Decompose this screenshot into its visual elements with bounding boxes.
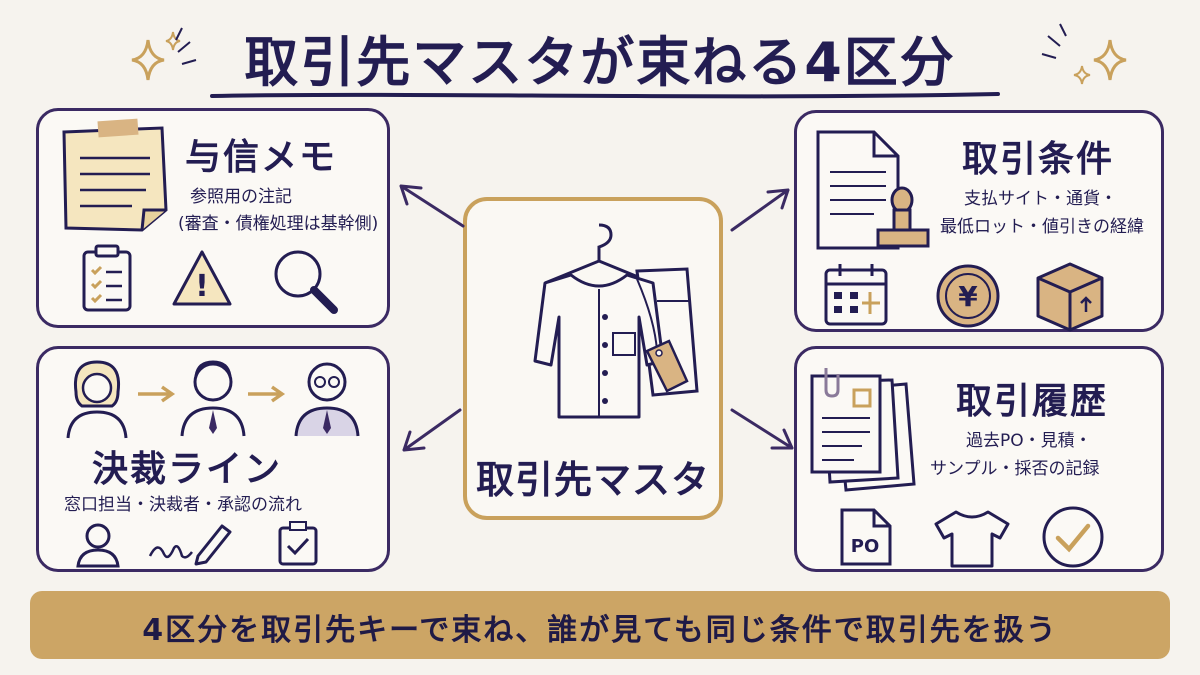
person-outline-icon: [76, 523, 120, 568]
credit-memo-title: 与信メモ: [185, 137, 338, 178]
approval-checkbox-icon: [278, 521, 318, 566]
arrow-to-approval-icon: [402, 408, 462, 452]
arrow-right-icon: [138, 385, 176, 403]
arrow-to-credit-icon: [399, 184, 465, 228]
summary-banner: 4区分を取引先キーで束ね、誰が見ても同じ条件で取引先を扱う: [30, 591, 1170, 659]
arrow-to-history-icon: [730, 408, 794, 450]
documents-clip-icon: [810, 368, 916, 492]
magnifier-icon: [274, 250, 338, 314]
transaction-history-line1: 過去PO・見積・: [966, 431, 1092, 451]
transaction-history-title: 取引履歴: [956, 381, 1109, 422]
checklist-clipboard-icon: [82, 244, 132, 312]
sparkle-icon: [131, 27, 197, 81]
person-manager-icon: [180, 360, 246, 437]
customer-master-label: 取引先マスタ: [475, 458, 710, 502]
signature-pen-icon: [148, 524, 232, 566]
sparkle-icon: [1041, 23, 1127, 85]
shirt-hanger-icon: [533, 223, 699, 419]
person-woman-icon: [66, 360, 128, 439]
yen-symbol: ¥: [958, 280, 978, 313]
warning-mark: !: [195, 269, 209, 304]
box-icon: [1036, 262, 1104, 332]
customer-master-card: 取引先マスタ: [463, 197, 723, 520]
arrow-right-icon: [248, 385, 286, 403]
check-circle-icon: [1042, 506, 1104, 568]
trade-terms-title: 取引条件: [962, 139, 1115, 180]
credit-memo-line2: (審査・債権処理は基幹側): [178, 214, 379, 234]
credit-memo-line1: 参照用の注記: [190, 187, 292, 207]
stamp-icon: [876, 186, 930, 248]
page-title: 取引先マスタが束ねる4区分: [244, 31, 956, 94]
transaction-history-line2: サンプル・採否の記録: [930, 459, 1100, 479]
po-file-icon: PO: [840, 508, 892, 566]
summary-banner-text: 4区分を取引先キーで束ね、誰が見ても同じ条件で取引先を扱う: [142, 613, 1058, 648]
approval-line-title: 決裁ライン: [92, 449, 283, 490]
sticky-note-icon: [62, 118, 168, 232]
arrow-to-terms-icon: [730, 188, 790, 232]
calendar-icon: [824, 264, 888, 326]
trade-terms-line2: 最低ロット・値引きの経緯: [940, 217, 1144, 237]
po-file-label: PO: [851, 536, 880, 557]
trade-terms-line1: 支払サイト・通貨・: [964, 189, 1117, 209]
yen-coin-icon: ¥: [936, 264, 1000, 328]
person-executive-icon: [294, 362, 360, 437]
title-underline: [210, 92, 1000, 99]
approval-line-line1: 窓口担当・決裁者・承認の流れ: [64, 495, 302, 515]
tshirt-icon: [934, 510, 1010, 568]
warning-icon: !: [172, 250, 232, 306]
